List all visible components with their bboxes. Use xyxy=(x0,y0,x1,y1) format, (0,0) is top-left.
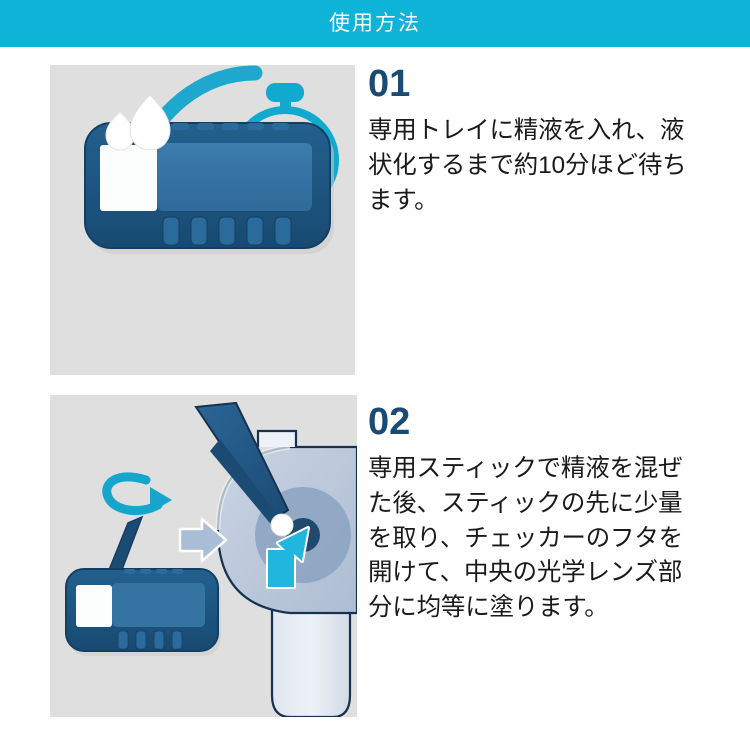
page-header: 使用方法 xyxy=(0,0,750,47)
applicator-stick-icon xyxy=(194,401,294,537)
step-02-text: 02 専用スティックで精液を混ぜた後、スティックの先に少量を取り、チェッカーのフ… xyxy=(368,403,718,626)
sample-tray-icon xyxy=(84,122,334,254)
step-01-number: 01 xyxy=(368,63,411,105)
sample-tray-icon xyxy=(65,568,221,656)
step-02-illustration xyxy=(50,395,357,717)
step-02-body: 専用スティックで精液を混ぜた後、スティックの先に少量を取り、チェッカーのフタを開… xyxy=(368,455,683,622)
step-01-text: 01 専用トレイに精液を入れ、液状化するまで約10分ほど待ちます。 xyxy=(368,65,718,218)
droplet-icon xyxy=(105,94,171,151)
step-02-number: 02 xyxy=(368,401,411,443)
tray-with-timer-illustration: 10 分 xyxy=(50,65,355,375)
page-title: 使用方法 xyxy=(329,11,421,35)
right-arrow-icon xyxy=(178,517,228,563)
step-01-illustration: 10 分 xyxy=(50,65,355,375)
stir-rotation-arrow-icon xyxy=(102,472,172,516)
stir-and-apply-illustration xyxy=(50,395,357,717)
apply-arrow-icon xyxy=(266,526,310,589)
step-01-body: 専用トレイに精液を入れ、液状化するまで約10分ほど待ちます。 xyxy=(368,117,687,214)
